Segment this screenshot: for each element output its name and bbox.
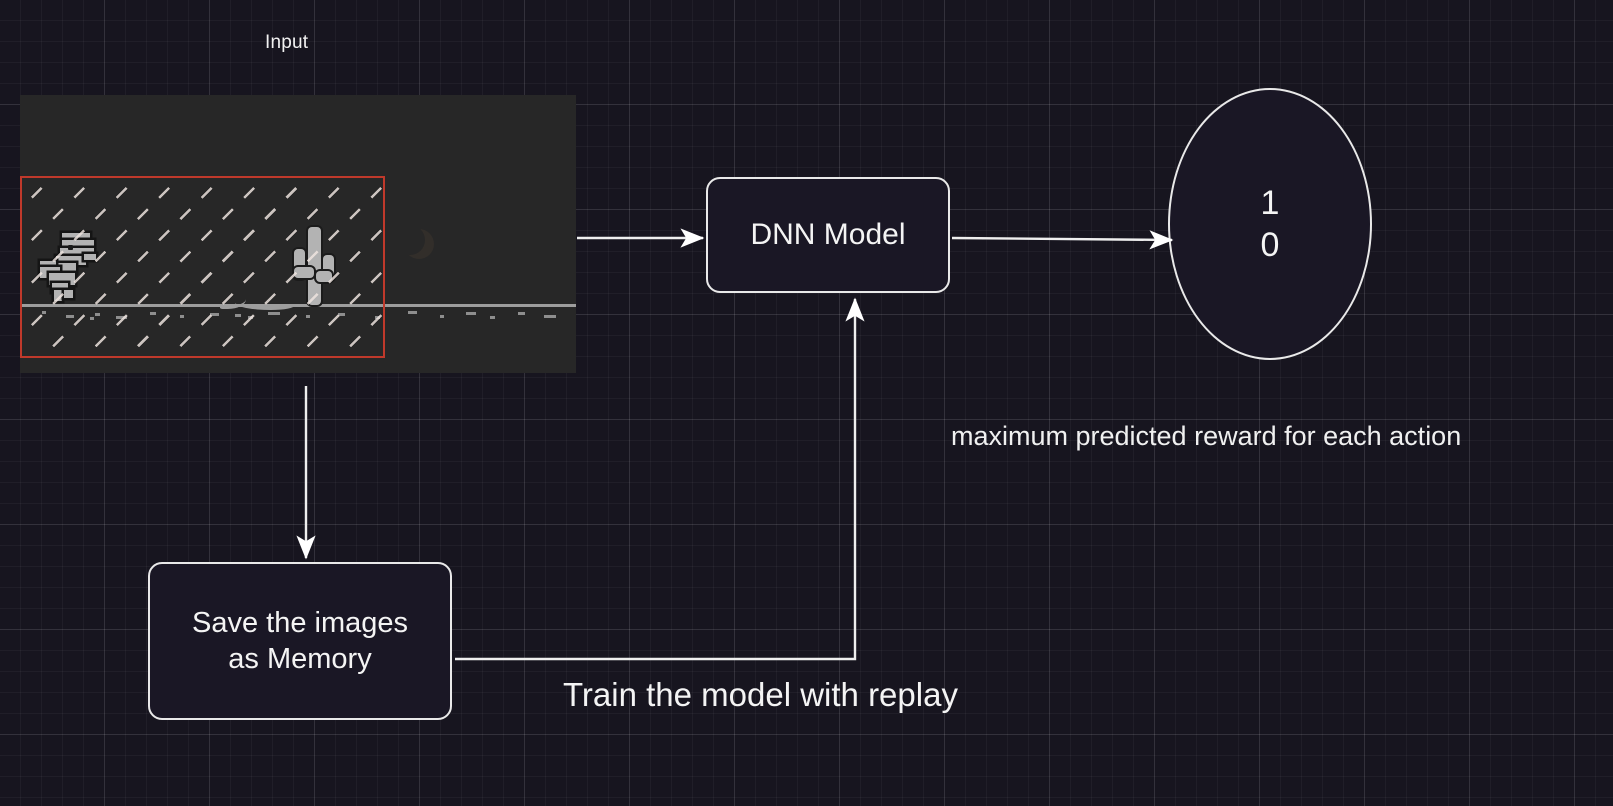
ground-speck bbox=[180, 315, 184, 318]
dinosaur-sprite bbox=[40, 233, 102, 303]
output-node[interactable]: 1 0 bbox=[1168, 88, 1372, 360]
cactus-sprite bbox=[294, 227, 336, 307]
game-screenshot bbox=[20, 95, 576, 373]
output-value-top: 1 bbox=[1260, 183, 1280, 222]
ground-speck bbox=[116, 316, 127, 319]
ground-speck bbox=[95, 313, 100, 316]
ground-speck bbox=[544, 315, 556, 318]
ground-speck bbox=[42, 311, 46, 314]
dnn-model-node[interactable]: DNN Model bbox=[706, 177, 950, 293]
ground-bump bbox=[235, 298, 295, 310]
ground-speck bbox=[375, 316, 380, 319]
memory-label-line2: as Memory bbox=[228, 643, 372, 675]
ground-speck bbox=[66, 315, 74, 318]
ground-speck bbox=[306, 315, 310, 318]
dnn-model-label: DNN Model bbox=[750, 218, 906, 252]
ground-bump-small bbox=[220, 295, 246, 309]
ground-speck bbox=[248, 316, 253, 319]
memory-node[interactable]: Save the images as Memory bbox=[148, 562, 452, 720]
ground-speck bbox=[490, 316, 495, 319]
ground-speck bbox=[235, 314, 241, 317]
reward-annotation: maximum predicted reward for each action bbox=[951, 421, 1462, 451]
ground-speck bbox=[90, 317, 94, 320]
ground-speck bbox=[440, 315, 444, 318]
ground-speck bbox=[150, 312, 156, 315]
ground-speck bbox=[338, 313, 345, 316]
moon-icon bbox=[395, 225, 425, 255]
input-label: Input bbox=[265, 32, 309, 53]
replay-annotation: Train the model with replay bbox=[563, 676, 958, 713]
ground-speck bbox=[518, 312, 525, 315]
ground-speck bbox=[268, 312, 280, 315]
output-value-bottom: 0 bbox=[1260, 226, 1280, 264]
ground-speck bbox=[210, 313, 219, 316]
edge-dnn-to-output bbox=[951, 230, 1174, 250]
ground-speck bbox=[408, 311, 417, 314]
memory-label: Save the images as Memory bbox=[192, 605, 408, 678]
ground-line bbox=[20, 304, 576, 307]
ground-speck bbox=[466, 312, 476, 315]
memory-label-line1: Save the images bbox=[191, 606, 408, 639]
